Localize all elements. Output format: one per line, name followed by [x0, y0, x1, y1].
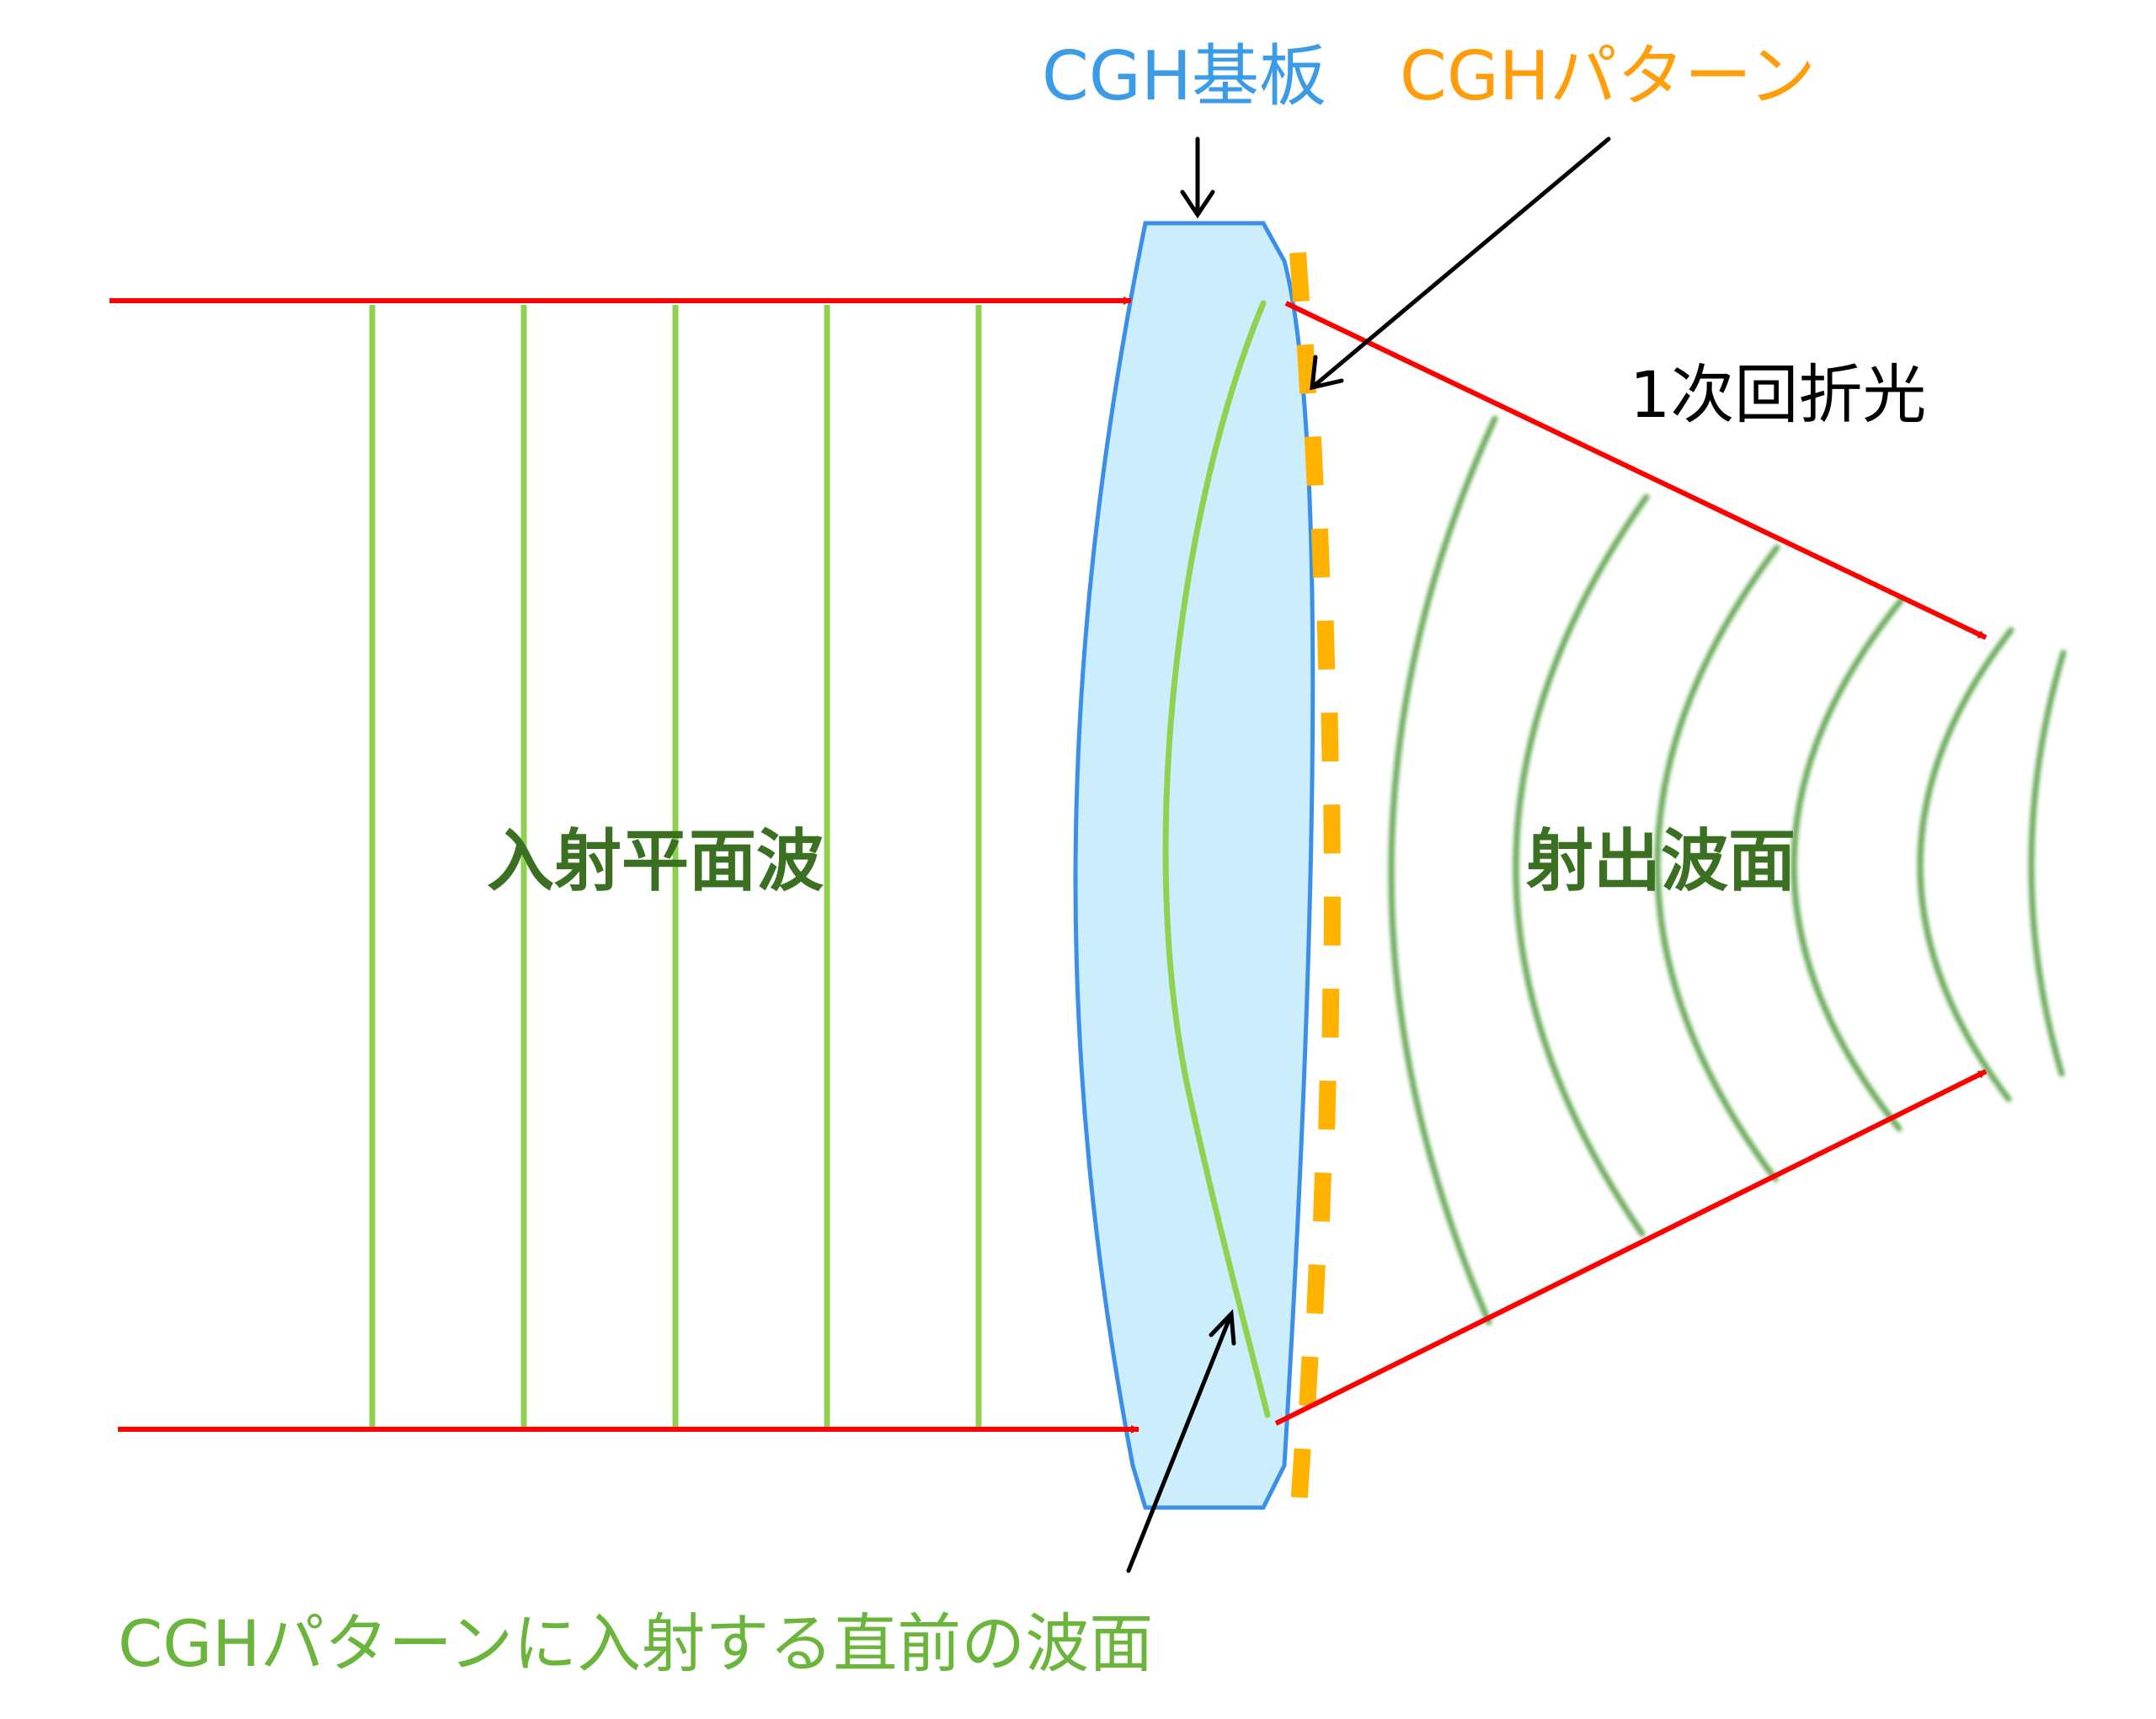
cgh-pattern-dash — [1323, 896, 1341, 946]
cgh-pattern-dash — [1289, 252, 1310, 302]
inner-wave-pointer-arrow — [1126, 1309, 1236, 1573]
cgh-pattern-dash — [1321, 712, 1339, 762]
label-output-wavefront: 射出波面 — [1526, 822, 1796, 900]
pattern-pointer-arrow — [1310, 136, 1611, 391]
label-cgh-pattern: CGHパターン — [1400, 37, 1816, 115]
cgh-pattern-dash — [1304, 435, 1324, 486]
output-wavefront-arc — [1388, 415, 1498, 1326]
output-wavefronts — [1388, 415, 2067, 1326]
output-wavefront-arc — [1790, 596, 1905, 1132]
label-first-order-diffraction: 1次回折光 — [1630, 357, 1926, 432]
output-wavefront-arc — [2028, 649, 2067, 1077]
substrate-pointer-arrow — [1180, 136, 1215, 219]
output-wavefront-arc — [1654, 544, 1780, 1182]
cgh-pattern-dash — [1312, 1172, 1331, 1222]
cgh-pattern-dash — [1318, 1080, 1337, 1130]
cgh-pattern-dash — [1290, 1448, 1311, 1498]
incident-plane-wavefronts — [369, 305, 982, 1430]
diffracted-ray-bottom — [1274, 1069, 1988, 1426]
diffracted-ray-top — [1284, 301, 1988, 640]
output-wavefront-arc — [1513, 494, 1650, 1237]
cgh-pattern-dash — [1316, 620, 1336, 670]
cgh-pattern-dash — [1321, 988, 1340, 1038]
wavefront-before-pattern-curve — [1162, 300, 1271, 1418]
label-wavefront-before-pattern: CGHパターンに入射する直前の波面 — [118, 1606, 1153, 1681]
output-wavefront-arc — [1917, 627, 2015, 1102]
pointer-arrows — [1126, 136, 1611, 1573]
cgh-pattern-dash — [1306, 1264, 1326, 1315]
cgh-substrate-shape — [1073, 221, 1315, 1510]
cgh-pattern-dash — [1323, 804, 1341, 854]
label-cgh-substrate: CGH基板 — [1042, 37, 1326, 115]
cgh-pattern-dash — [1299, 1356, 1319, 1407]
label-incident-plane-wave: 入射平面波 — [487, 822, 824, 900]
cgh-pattern-dashes — [1289, 252, 1341, 1498]
cgh-pattern-dash — [1310, 528, 1331, 579]
